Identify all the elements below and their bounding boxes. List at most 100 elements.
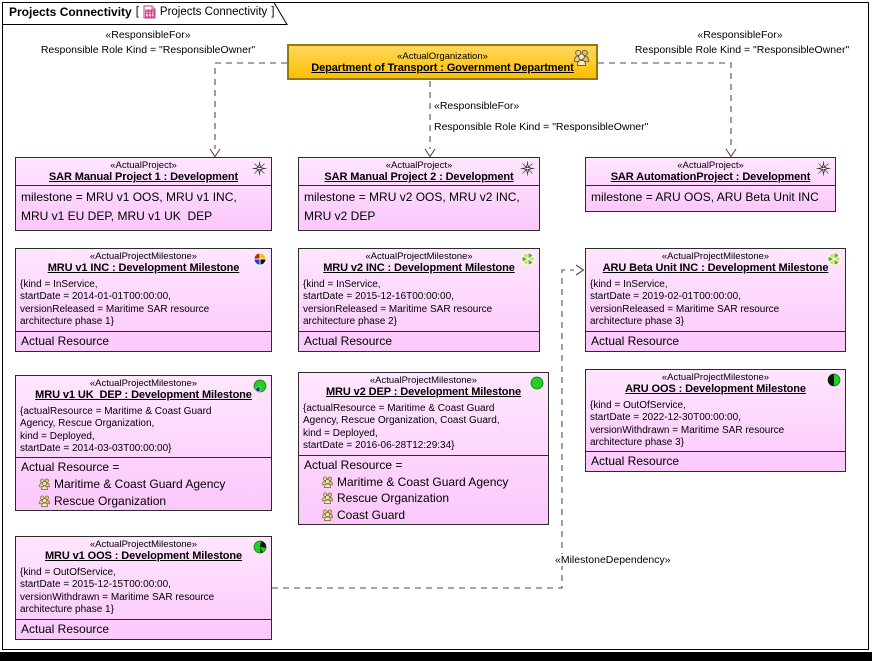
property-line: startDate = 2022-12-30T00:00:00, bbox=[590, 412, 741, 424]
pinwheel-green-icon bbox=[521, 252, 535, 266]
stereotype-label: «ActualProjectMilestone» bbox=[365, 251, 473, 262]
body-line: MRU v1 EU DEP, MRU v1 UK DEP bbox=[21, 208, 213, 223]
organization-name: Department of Transport : Government Dep… bbox=[311, 62, 574, 75]
diagram-tab[interactable]: Projects Connectivity [ Projects Connect… bbox=[9, 5, 274, 19]
resource-item[interactable]: Maritime & Coast Guard Agency bbox=[304, 474, 543, 491]
responsible-for-right-stereotype[interactable]: «ResponsibleFor» bbox=[697, 29, 783, 41]
resource-name: Coast Guard bbox=[337, 507, 406, 522]
node-sar-manual-project-1[interactable]: «ActualProject» SAR Manual Project 1 : D… bbox=[15, 157, 272, 231]
responsible-for-right-line[interactable] bbox=[598, 62, 732, 149]
property-line: startDate = 2015-12-16T00:00:00, bbox=[303, 291, 454, 303]
resource-item[interactable]: Coast Guard bbox=[304, 507, 543, 524]
people-group-icon bbox=[322, 509, 333, 521]
stereotype-label: «ActualProject» bbox=[110, 160, 177, 171]
people-group-icon bbox=[39, 478, 50, 491]
milestone-properties: {actualResource = Maritime & Coast Guard… bbox=[16, 403, 271, 457]
milestone-properties: {actualResource = Maritime & Coast Guard… bbox=[299, 400, 548, 455]
actual-resource-compartment: Actual Resource bbox=[586, 451, 845, 471]
milestone-name: MRU v2 DEP : Development Milestone bbox=[325, 386, 522, 399]
property-line: architecture phase 2} bbox=[303, 316, 397, 328]
actual-resource-compartment: Actual Resource bbox=[586, 331, 845, 351]
property-line: Agency, Rescue Organization, Coast Guard… bbox=[303, 415, 500, 427]
resource-name: Rescue Organization bbox=[54, 493, 167, 508]
milestone-name: ARU OOS : Development Milestone bbox=[625, 383, 806, 396]
project-name: SAR Manual Project 2 : Development bbox=[324, 171, 514, 184]
milestone-dependency-line[interactable] bbox=[272, 269, 574, 589]
property-line: {actualResource = Maritime & Coast Guard bbox=[20, 405, 212, 417]
node-sar-automation-project[interactable]: «ActualProject» SAR AutomationProject : … bbox=[585, 157, 836, 212]
resource-item[interactable]: Rescue Organization bbox=[304, 490, 543, 507]
responsible-for-left-line[interactable] bbox=[214, 62, 287, 149]
property-line: {kind = InService, bbox=[303, 278, 381, 290]
milestone-name: MRU v1 INC : Development Milestone bbox=[47, 262, 240, 275]
milestone-list-compartment: milestone = MRU v2 OOS, MRU v2 INC, MRU … bbox=[299, 184, 539, 230]
stereotype-label: «ActualProject» bbox=[385, 160, 453, 171]
body-line: milestone = MRU v2 OOS, MRU v2 INC, bbox=[304, 189, 520, 204]
responsible-for-left-property[interactable]: Responsible Role Kind = "ResponsibleOwne… bbox=[40, 44, 256, 56]
people-group-icon bbox=[39, 495, 50, 507]
tab-open-bracket: [ bbox=[135, 6, 139, 18]
property-line: Agency, Rescue Organization, bbox=[20, 418, 155, 430]
milestone-list-compartment: milestone = ARU OOS, ARU Beta Unit INC bbox=[586, 184, 835, 211]
people-group-icon bbox=[573, 49, 590, 66]
pinwheel-multicolor-icon bbox=[253, 252, 267, 266]
milestone-list-compartment: milestone = MRU v1 OOS, MRU v1 INC, MRU … bbox=[16, 184, 271, 230]
milestone-dependency-label[interactable]: «MilestoneDependency» bbox=[553, 554, 673, 566]
responsible-for-middle-property[interactable]: Responsible Role Kind = "ResponsibleOwne… bbox=[434, 121, 649, 133]
resource-item[interactable]: Rescue Organization bbox=[21, 493, 266, 510]
diagram-tab-name: Projects Connectivity bbox=[159, 6, 268, 18]
spark-icon bbox=[816, 161, 831, 176]
responsible-for-middle-stereotype[interactable]: «ResponsibleFor» bbox=[434, 100, 520, 112]
milestone-properties: {kind = OutOfService, startDate = 2022-1… bbox=[586, 397, 845, 451]
property-line: architecture phase 3} bbox=[590, 437, 684, 449]
arrowhead-left bbox=[209, 148, 221, 158]
milestone-properties: {kind = InService, startDate = 2014-01-0… bbox=[16, 276, 271, 331]
node-mru-v2-dep[interactable]: «ActualProjectMilestone» MRU v2 DEP : De… bbox=[298, 372, 549, 525]
resource-name: Maritime & Coast Guard Agency bbox=[54, 477, 226, 491]
pie-green-black-icon bbox=[253, 540, 267, 554]
arrowhead-right bbox=[725, 148, 737, 158]
property-line: versionReleased = Maritime SAR resource bbox=[303, 303, 493, 315]
responsible-for-right-property[interactable]: Responsible Role Kind = "ResponsibleOwne… bbox=[634, 44, 850, 56]
node-mru-v1-inc[interactable]: «ActualProjectMilestone» MRU v1 INC : De… bbox=[15, 248, 272, 352]
property-line: versionWithdrawn = Maritime SAR resource bbox=[20, 591, 215, 603]
arrowhead-middle bbox=[424, 148, 436, 158]
actual-resource-compartment: Actual Resource = Maritime & Coast Guard… bbox=[299, 454, 548, 525]
project-name: SAR Manual Project 1 : Development bbox=[48, 171, 239, 184]
milestone-properties: {kind = InService, startDate = 2015-12-1… bbox=[299, 276, 539, 331]
actual-resource-header: Actual Resource = bbox=[21, 460, 120, 474]
body-line: milestone = MRU v1 OOS, MRU v1 INC, bbox=[21, 189, 237, 204]
node-header: «ActualProjectMilestone» MRU v2 INC : De… bbox=[299, 249, 539, 276]
node-department-of-transport[interactable]: «ActualOrganization» Department of Trans… bbox=[287, 44, 598, 80]
property-line: {kind = OutOfService, bbox=[20, 566, 116, 578]
property-line: versionReleased = Maritime SAR resource bbox=[20, 303, 210, 315]
node-header: «ActualProject» SAR Manual Project 1 : D… bbox=[16, 158, 271, 185]
property-line: versionWithdrawn = Maritime SAR resource bbox=[590, 424, 785, 436]
node-header: «ActualOrganization» Department of Trans… bbox=[289, 49, 596, 76]
tab-close-bracket: ] bbox=[271, 6, 275, 18]
resource-item[interactable]: Maritime & Coast Guard Agency bbox=[21, 476, 266, 493]
diagram-page-icon bbox=[143, 5, 156, 19]
pie-black-green-icon bbox=[827, 373, 841, 387]
milestone-name: MRU v2 INC : Development Milestone bbox=[323, 262, 515, 275]
node-header: «ActualProject» SAR AutomationProject : … bbox=[586, 158, 835, 185]
node-mru-v1-oos[interactable]: «ActualProjectMilestone» MRU v1 OOS : De… bbox=[15, 536, 272, 640]
property-line: startDate = 2014-03-03T00:00:00} bbox=[20, 443, 172, 455]
node-sar-manual-project-2[interactable]: «ActualProject» SAR Manual Project 2 : D… bbox=[298, 157, 540, 231]
node-header: «ActualProjectMilestone» MRU v2 DEP : De… bbox=[299, 373, 548, 400]
stereotype-label: «ActualProjectMilestone» bbox=[661, 251, 770, 262]
milestone-properties: {kind = OutOfService, startDate = 2015-1… bbox=[16, 564, 271, 619]
stereotype-label: «ActualProject» bbox=[677, 160, 744, 171]
node-aru-oos[interactable]: «ActualProjectMilestone» ARU OOS : Devel… bbox=[585, 369, 846, 472]
node-header: «ActualProject» SAR Manual Project 2 : D… bbox=[299, 158, 539, 185]
property-line: startDate = 2016-06-28T12:29:34} bbox=[303, 440, 455, 452]
node-mru-v2-inc[interactable]: «ActualProjectMilestone» MRU v2 INC : De… bbox=[298, 248, 540, 352]
node-aru-beta-unit-inc[interactable]: «ActualProjectMilestone» ARU Beta Unit I… bbox=[585, 248, 846, 352]
node-mru-v1-uk-dep[interactable]: «ActualProjectMilestone» MRU v1 UK DEP :… bbox=[15, 375, 272, 511]
diagram-tab-title: Projects Connectivity bbox=[9, 5, 132, 19]
node-header: «ActualProjectMilestone» MRU v1 OOS : De… bbox=[16, 537, 271, 564]
node-header: «ActualProjectMilestone» ARU OOS : Devel… bbox=[586, 370, 845, 397]
property-line: {kind = InService, bbox=[20, 278, 98, 290]
responsible-for-left-stereotype[interactable]: «ResponsibleFor» bbox=[105, 29, 191, 41]
